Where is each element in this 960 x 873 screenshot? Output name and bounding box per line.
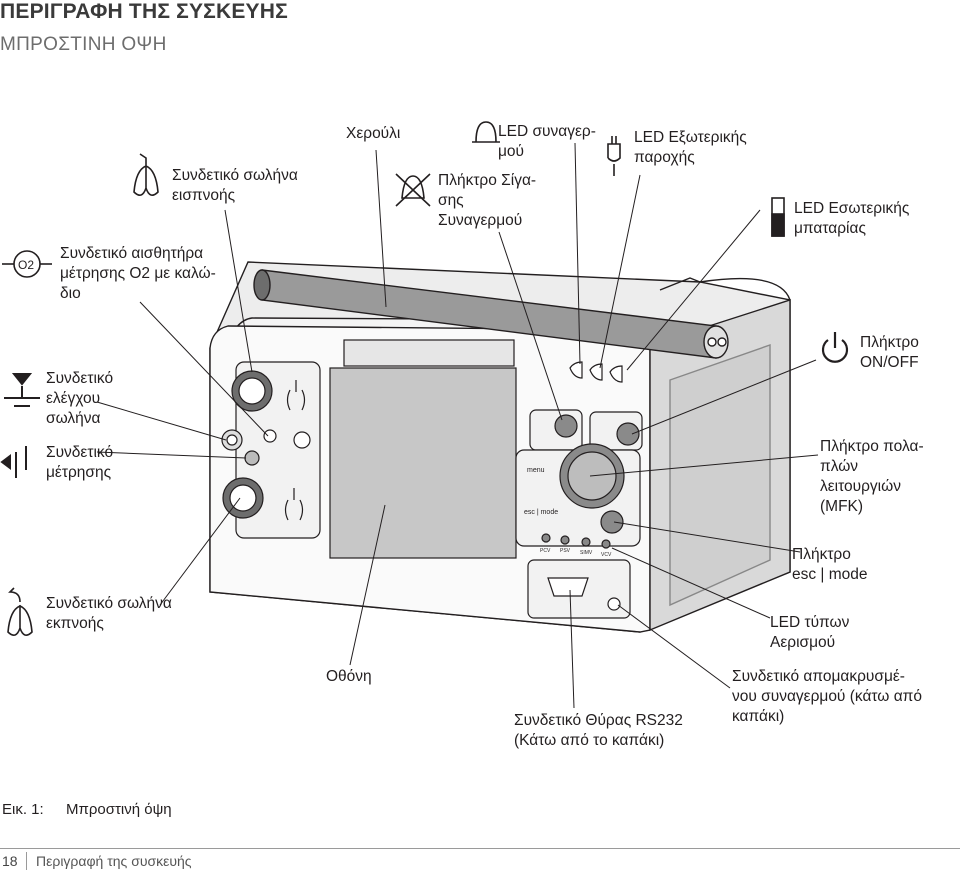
measure-connector-icon — [0, 446, 27, 478]
left-connector-panel — [221, 361, 321, 539]
mode-simv: SIMV — [580, 550, 593, 556]
label-remote-alarm: Συνδετικό απομακρυσμέ- νου συναγερμού (κ… — [732, 668, 922, 725]
power-icon — [821, 332, 849, 363]
label-rs232: Συνδετικό Θύρας RS232 (Κάτω από το καπάκ… — [514, 712, 683, 749]
label-silence-key: Πλήκτρο Σίγα- σης Συναγερμού — [438, 172, 537, 229]
o2-sensor-icon — [2, 250, 52, 278]
footer-section-title: Περιγραφή της συσκευής — [36, 853, 192, 869]
label-onoff-key: Πλήκτρο ON/OFF — [860, 334, 919, 371]
label-control-hose: Συνδετικό ελέγχου σωλήνα — [46, 370, 114, 427]
esc-mode-panel-text: esc | mode — [524, 509, 558, 516]
page-number: 18 — [2, 853, 18, 869]
bell-icon — [472, 121, 500, 143]
label-handle: Χερούλι — [346, 125, 401, 142]
label-mfk-key: Πλήκτρο πολα- πλών λειτουργιών (MFK) — [820, 438, 924, 515]
mode-pcv: PCV — [540, 548, 551, 554]
label-vent-led: LED τύπων Αερισμού — [770, 614, 850, 651]
control-hose-icon — [4, 373, 40, 407]
page-subtitle: ΜΠΡΟΣΤΙΝΗ ΟΨΗ — [0, 34, 167, 55]
alarm-silence-icon — [395, 173, 431, 207]
label-esc-mode-key: Πλήκτρο esc | mode — [792, 546, 868, 583]
screen-area — [329, 339, 517, 559]
lungs-inhale-icon — [133, 153, 159, 196]
figure-number: Εικ. 1: — [2, 801, 44, 818]
mode-vcv: VCV — [601, 552, 612, 558]
footer-separator — [26, 852, 27, 870]
leader-lines — [96, 142, 819, 709]
menu-panel-text: menu — [527, 467, 545, 474]
label-screen: Οθόνη — [326, 668, 372, 685]
o2-badge: O2 — [18, 258, 34, 272]
figure-caption: Μπροστινή όψη — [66, 801, 172, 818]
battery-icon — [771, 197, 785, 237]
footer-divider — [0, 848, 960, 849]
label-measure-connector: Συνδετικό μέτρησης — [46, 444, 114, 481]
mode-psv: PSV — [560, 548, 571, 554]
lungs-exhale-icon — [7, 587, 33, 636]
keypad — [515, 361, 643, 619]
plug-icon — [607, 136, 621, 176]
label-exhale-hose: Συνδετικό σωλήνα εκπνοής — [46, 595, 172, 632]
label-battery-led: LED Εσωτερικής μπαταρίας — [794, 200, 910, 237]
handle-bar — [253, 269, 729, 359]
label-o2-sensor: Συνδετικό αισθητήρα μέτρησης O2 με καλώ-… — [60, 245, 216, 302]
label-inhale-hose: Συνδετικό σωλήνα εισπνοής — [172, 167, 298, 204]
label-alarm-led: LED συναγερ- μού — [498, 123, 596, 160]
label-ext-power-led: LED Εξωτερικής παροχής — [634, 129, 747, 166]
page-title: ΠΕΡΙΓΡΑΦΗ ΤΗΣ ΣΥΣΚΕΥΗΣ — [0, 0, 288, 23]
